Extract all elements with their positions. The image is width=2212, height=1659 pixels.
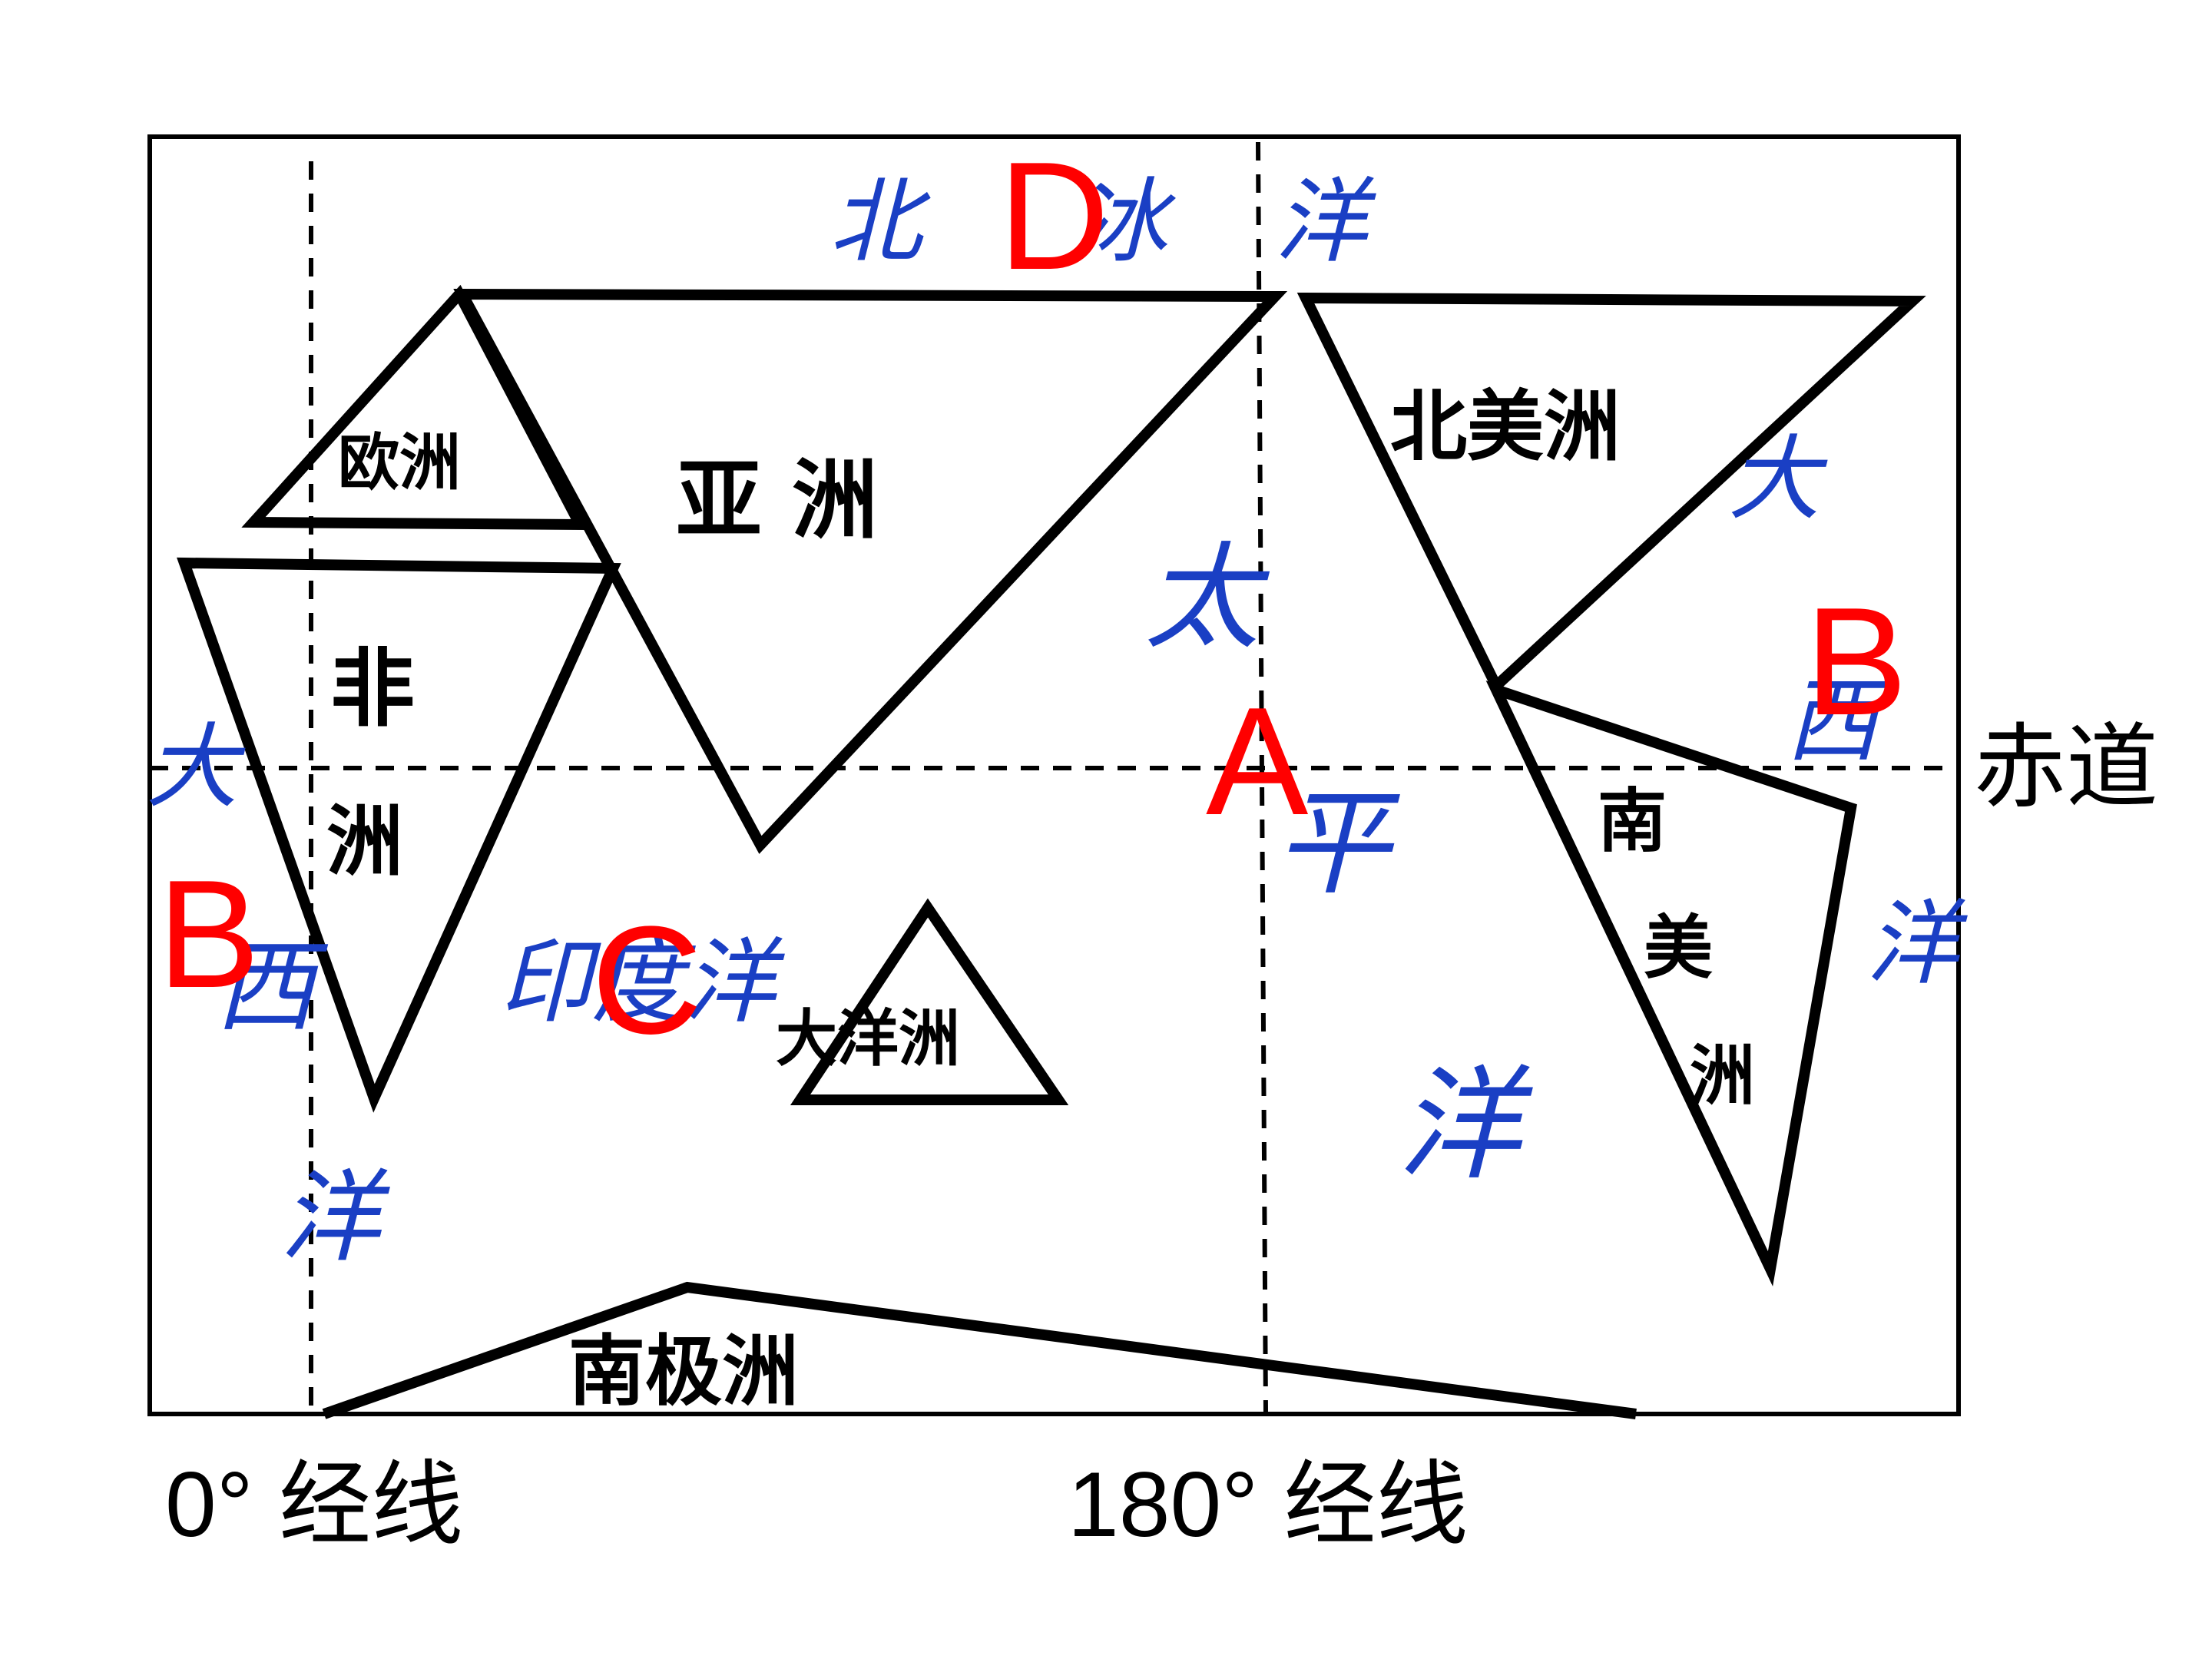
oceania-shape [790,898,1069,1105]
north-america-shape [1296,292,1926,695]
label-north-america: 北美洲 [1390,381,1621,472]
marker-a: A [1206,676,1309,847]
marker-d: D [998,131,1109,302]
label-equator: 赤道 [1974,716,2158,819]
label-south-america-2: 美 [1644,907,1713,988]
label-asia: 亚 洲 [676,450,878,551]
label-antarctica: 南极洲 [568,1326,799,1416]
ocean-arctic-2: 冰 [1075,169,1176,276]
ocean-atlantic-west-2: 西 [215,929,329,1045]
label-africa-1: 非 [330,639,415,738]
antarctica-shape [322,1281,1637,1419]
ocean-atlantic-west-1: 大 [146,714,246,821]
marker-b-east: B [1805,576,1907,747]
ocean-atlantic-east-3: 洋 [1866,891,1968,998]
label-europe: 欧洲 [338,426,461,498]
ocean-pacific-1: 太 [1144,531,1270,665]
marker-b-west: B [157,849,260,1020]
south-america-shape [1485,680,1857,1286]
label-meridian-180: 180° 经线 [1068,1453,1469,1556]
label-meridian-0: 0° 经线 [165,1453,463,1556]
label-south-america-1: 南 [1598,780,1667,862]
ocean-arctic-3: 洋 [1275,169,1376,276]
ocean-indian: 印度洋 [499,929,785,1036]
ocean-pacific-3: 洋 [1398,1053,1533,1197]
ocean-atlantic-west-3: 洋 [280,1159,390,1276]
map-frame [147,134,1961,1416]
label-oceania: 大洋洲 [776,1002,960,1075]
marker-c: C [591,895,702,1066]
ocean-pacific-2: 平 [1275,777,1400,911]
ocean-arctic-1: 北 [830,169,931,276]
label-south-america-3: 洲 [1690,1038,1755,1114]
asia-shape [453,288,1288,854]
ocean-atlantic-east-1: 大 [1728,426,1828,533]
africa-shape [177,557,621,1113]
ocean-atlantic-east-2: 西 [1786,668,1890,775]
label-africa-2: 洲 [326,796,403,886]
